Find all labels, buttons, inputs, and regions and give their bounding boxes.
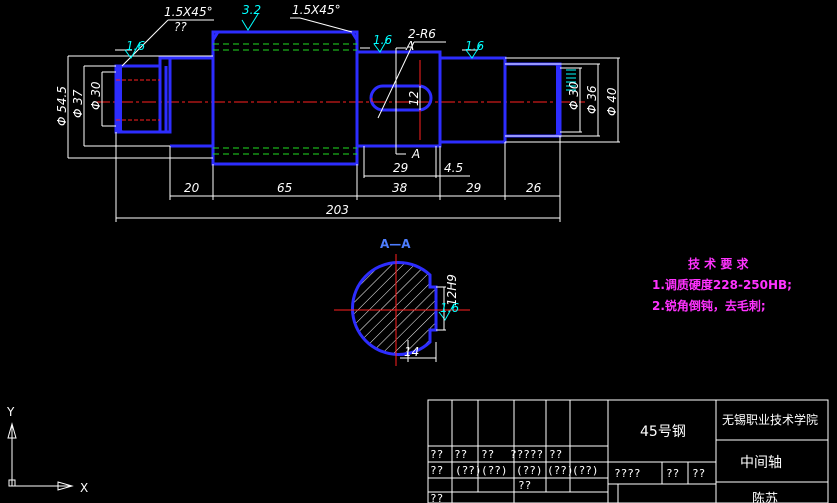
radius-callout: 2-R6 xyxy=(408,27,436,41)
dia-left-mid: Φ 37 xyxy=(71,89,85,118)
len-20: 20 xyxy=(184,181,200,195)
ucs-y-label: Y xyxy=(6,405,15,419)
roughness-3: 1.6 xyxy=(465,39,484,53)
tb-r4c1: ?? xyxy=(430,492,443,503)
end-center-marks xyxy=(116,60,421,140)
roughness-top: 3.2 xyxy=(242,3,261,17)
key-dim: 12H9 xyxy=(445,274,459,306)
roughness-symbols xyxy=(124,13,482,321)
keyway-slot xyxy=(369,84,433,112)
tb-r2c5: (??) xyxy=(547,464,574,477)
notes-line2: 2.锐角倒钝，去毛刺; xyxy=(652,298,766,313)
len-38: 38 xyxy=(392,181,408,195)
len-29a: 29 xyxy=(393,161,408,175)
thread-hatch xyxy=(566,69,576,91)
tb-r2c4: (??) xyxy=(516,464,543,477)
section-circle xyxy=(350,261,438,356)
dia-left-inner: Φ 30 xyxy=(89,81,103,110)
dimension-lines xyxy=(67,17,620,222)
ucs-icon xyxy=(7,422,74,491)
len-4-5: 4.5 xyxy=(444,161,463,175)
tb-r2c6: (??) xyxy=(572,464,599,477)
dia-right-3: Φ 40 xyxy=(605,87,619,116)
keyway-width: 12 xyxy=(407,91,421,106)
material: 45号钢 xyxy=(640,424,686,440)
tb-qty: ?? xyxy=(666,467,679,480)
len-65: 65 xyxy=(277,181,292,195)
len-29b: 29 xyxy=(466,181,481,195)
section-dims xyxy=(400,286,446,362)
dia-right-1: Φ 30 xyxy=(567,81,581,110)
tb-r2c1: ?? xyxy=(430,464,443,477)
tb-r1c5: ?? xyxy=(549,448,562,461)
tb-r3c4: ?? xyxy=(518,479,531,492)
dia-left-outer: Φ 54.5 xyxy=(55,86,69,126)
dia-right-2: Φ 36 xyxy=(585,85,599,114)
tb-sheet: ?? xyxy=(692,467,705,480)
shaft-outline xyxy=(114,30,562,166)
tb-r1c1: ?? xyxy=(430,448,443,461)
section-mark-top: A xyxy=(405,39,414,53)
notes-title: 技 术 要 求 xyxy=(688,256,750,271)
hidden-lines xyxy=(213,43,357,155)
part-name: 中间轴 xyxy=(740,455,782,471)
thread-left xyxy=(116,66,122,132)
key-depth: 14 xyxy=(404,345,419,359)
chamfer-left-label: 1.5X45° xyxy=(164,5,213,19)
len-26: 26 xyxy=(526,181,542,195)
tb-r1c3: ?? xyxy=(481,448,494,461)
tb-r2c3: (??) xyxy=(481,464,508,477)
section-mark-bottom: A xyxy=(411,147,420,161)
tb-r2c2: (??) xyxy=(455,464,482,477)
roughness-key: 1.6 xyxy=(440,301,459,315)
title-block-grid xyxy=(427,399,829,503)
chamfer-right-label: 1.5X45° xyxy=(292,3,341,17)
section-center-lines xyxy=(334,254,470,366)
roughness-2: 1.6 xyxy=(373,33,392,47)
school: 无锡职业技术学院 xyxy=(722,412,818,427)
notes-line1: 1.调质硬度228-250HB; xyxy=(652,277,792,292)
tb-r1c4: ????? xyxy=(510,448,543,461)
thread-right xyxy=(556,64,560,136)
section-title: A—A xyxy=(380,237,411,251)
ucs-x-label: X xyxy=(80,481,88,495)
len-total: 203 xyxy=(326,203,349,217)
chamfer-left-sub: ?? xyxy=(174,20,187,34)
tb-r1c2: ?? xyxy=(454,448,467,461)
tb-scale-label: ???? xyxy=(614,467,641,480)
roughness-1: 1.6 xyxy=(126,39,145,53)
bottom-right: 陈苏 xyxy=(752,491,778,503)
